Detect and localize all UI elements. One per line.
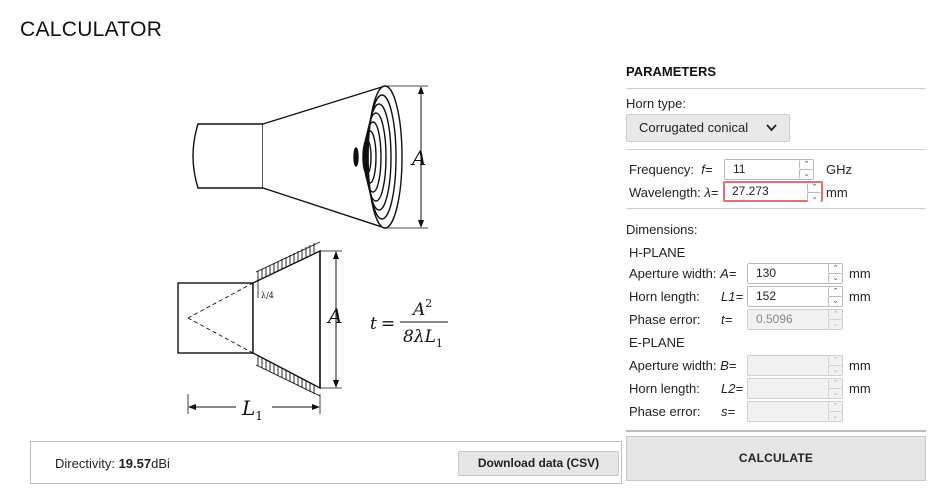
frequency-label: Frequency: f= (629, 162, 713, 177)
horn-type-value: Corrugated conical (639, 120, 749, 135)
frequency-input[interactable]: 11 ⌃⌄ (724, 159, 814, 180)
horn-type-select[interactable]: Corrugated conical (626, 114, 790, 142)
divider (626, 88, 926, 89)
h-phase-spinner: ⌃⌄ (828, 310, 842, 329)
e-aperture-label: Aperture width: B= (629, 358, 737, 373)
h-aperture-unit: mm (849, 266, 871, 281)
chevron-down-icon: ⌄ (828, 388, 842, 398)
dash-bottom (187, 317, 254, 354)
download-csv-button[interactable]: Download data (CSV) (458, 451, 619, 476)
h-plane-title: H-PLANE (629, 245, 686, 260)
wavelength-spinner[interactable]: ⌃⌄ (807, 183, 821, 202)
chevron-up-icon: ⌃ (828, 264, 842, 273)
frequency-spinner[interactable]: ⌃⌄ (799, 160, 813, 179)
directivity-value: 19.57 (118, 456, 152, 471)
formula-lhs: t= (370, 314, 395, 334)
chevron-down-icon: ⌄ (828, 273, 842, 283)
chevron-down-icon: ⌄ (828, 365, 842, 375)
e-length-symbol: L2= (721, 381, 744, 396)
h-aperture-input[interactable]: 130 ⌃⌄ (747, 263, 843, 284)
chevron-up-icon: ⌃ (828, 402, 842, 411)
chevron-down-icon: ⌄ (807, 192, 821, 202)
h-length-unit: mm (849, 289, 871, 304)
chevron-up-icon: ⌃ (799, 160, 813, 169)
e-phase-label: Phase error: (629, 404, 701, 419)
divider (626, 149, 926, 150)
e-aperture-input: ⌃⌄ (747, 355, 843, 376)
horn-type-label: Horn type: (626, 96, 686, 111)
h-aperture-spinner[interactable]: ⌃⌄ (828, 264, 842, 283)
h-phase-symbol: t= (721, 312, 733, 327)
e-length-unit: mm (849, 381, 871, 396)
chevron-up-icon: ⌃ (828, 310, 842, 319)
dimensions-label: Dimensions: (626, 222, 698, 237)
e-length-label: Horn length: (629, 381, 700, 396)
result-box: Directivity: 19.57dBi Download data (CSV… (30, 441, 622, 484)
h-length-label: Horn length: (629, 289, 700, 304)
dash-top (187, 282, 254, 319)
e-aperture-spinner: ⌃⌄ (828, 356, 842, 375)
e-length-spinner: ⌃⌄ (828, 379, 842, 398)
directivity-unit: dBi (151, 456, 170, 471)
chevron-down-icon: ⌄ (828, 411, 842, 421)
horn-diagram: A A λ/4 L1 t= A2 8λL1 (177, 85, 448, 423)
chevron-up-icon: ⌃ (828, 379, 842, 388)
chevron-down-icon: ⌄ (828, 319, 842, 329)
parameters-panel: PARAMETERS Horn type: Corrugated conical… (626, 58, 926, 432)
wavelength-input[interactable]: 27.273 ⌃⌄ (723, 181, 823, 202)
chevron-down-icon: ⌄ (799, 169, 813, 179)
frequency-unit: GHz (826, 162, 852, 177)
divider (626, 430, 926, 432)
h-length-input[interactable]: 152 ⌃⌄ (747, 286, 843, 307)
e-length-input: ⌃⌄ (747, 378, 843, 399)
e-aperture-unit: mm (849, 358, 871, 373)
divider (626, 208, 926, 209)
label-a-bottom: A (326, 304, 342, 328)
e-phase-spinner: ⌃⌄ (828, 402, 842, 421)
page-title: CALCULATOR (20, 18, 163, 41)
calculate-button[interactable]: CALCULATE (626, 436, 926, 481)
chevron-down-icon (766, 115, 777, 150)
e-phase-symbol: s= (721, 404, 736, 419)
e-plane-title: E-PLANE (629, 335, 685, 350)
formula-numerator: A2 (411, 297, 432, 320)
h-aperture-label: Aperture width: A= (629, 266, 737, 281)
label-a-top: A (410, 146, 426, 170)
h-length-symbol: L1= (721, 289, 744, 304)
h-phase-input: 0.5096 ⌃⌄ (747, 309, 843, 330)
label-l1: L1 (241, 396, 263, 423)
chevron-down-icon: ⌄ (828, 296, 842, 306)
chevron-up-icon: ⌃ (828, 356, 842, 365)
horn-waveguide-shape (192, 123, 264, 189)
chevron-up-icon: ⌃ (807, 183, 821, 192)
chevron-up-icon: ⌃ (828, 287, 842, 296)
h-phase-label: Phase error: (629, 312, 701, 327)
e-phase-input: ⌃⌄ (747, 401, 843, 422)
h-length-spinner[interactable]: ⌃⌄ (828, 287, 842, 306)
formula-denominator: 8λL1 (403, 327, 443, 350)
wavelength-label: Wavelength: λ= (629, 185, 719, 200)
directivity-result: Directivity: 19.57dBi (55, 456, 170, 471)
wavelength-unit: mm (826, 185, 848, 200)
label-lambda-quarter: λ/4 (261, 291, 274, 300)
parameters-title: PARAMETERS (626, 64, 717, 79)
